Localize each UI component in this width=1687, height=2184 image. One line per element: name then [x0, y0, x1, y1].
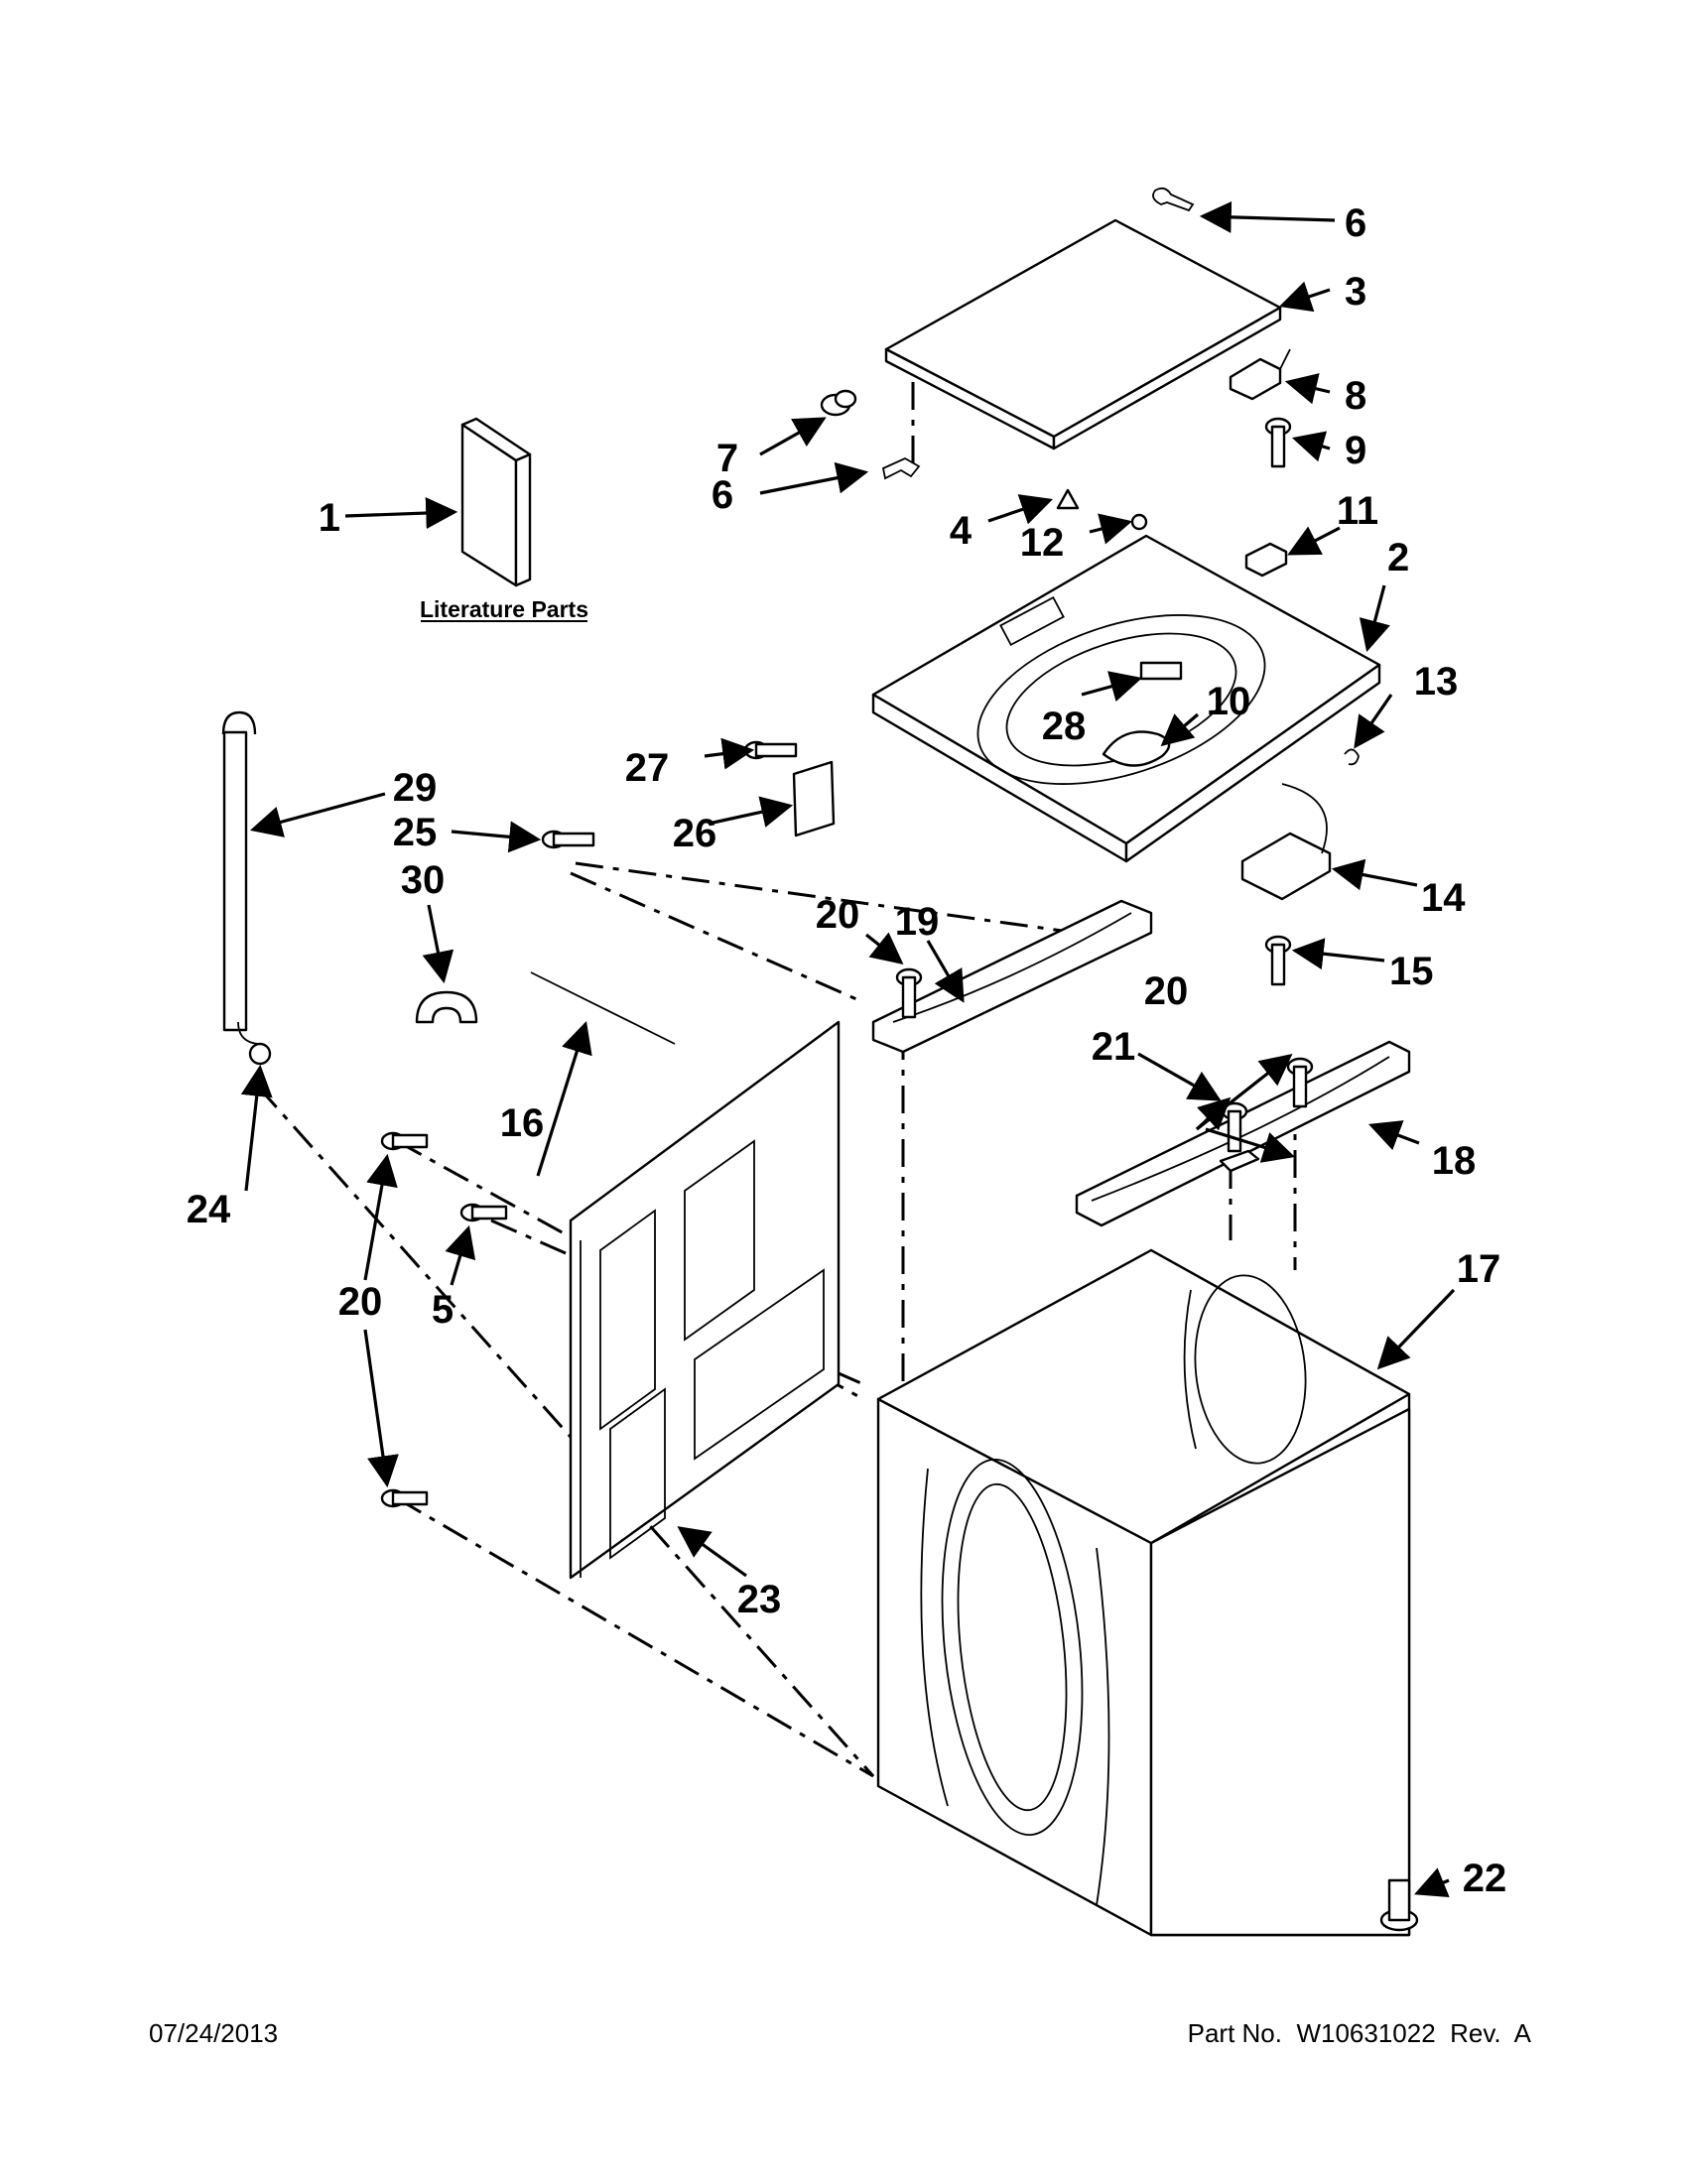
callout-15: 15 — [1389, 950, 1434, 993]
hose-guide-30 — [415, 990, 478, 1024]
lid-lock-11 — [1244, 542, 1288, 578]
cabinet-17 — [876, 1248, 1411, 1937]
screw-25 — [541, 830, 595, 849]
callout-12: 12 — [1020, 521, 1065, 565]
rear-brace-18 — [1075, 1040, 1411, 1227]
callout-20-top: 20 — [816, 893, 860, 937]
top-panel — [871, 534, 1381, 863]
callout-11: 11 — [1337, 489, 1378, 533]
screw-15 — [1264, 935, 1292, 986]
wire-clip-13 — [1344, 748, 1360, 766]
callout-5: 5 — [432, 1288, 454, 1332]
callout-19: 19 — [895, 900, 940, 944]
callout-28: 28 — [1042, 705, 1087, 748]
rod-16 — [530, 971, 676, 1045]
callout-6-top: 6 — [1345, 201, 1366, 245]
callout-20-right: 20 — [1144, 969, 1189, 1013]
lid-hinge-bottom — [881, 456, 921, 480]
callout-labels: 1 2 3 4 5 6 6 7 8 9 10 11 12 13 14 15 16… — [187, 201, 1507, 1900]
literature-parts-label: Literature Parts — [420, 596, 588, 622]
callout-9: 9 — [1345, 429, 1366, 472]
lid-bumper-7 — [820, 389, 857, 417]
leader-arrows — [240, 200, 1456, 1897]
callout-23: 23 — [737, 1578, 782, 1621]
screw-27 — [743, 740, 798, 760]
callout-7: 7 — [716, 437, 738, 480]
screw-9 — [1264, 417, 1292, 468]
drain-hose-29 — [221, 710, 259, 1045]
callout-18: 18 — [1432, 1139, 1477, 1183]
callout-1: 1 — [319, 496, 340, 540]
callout-22: 22 — [1463, 1857, 1507, 1900]
callout-14: 14 — [1421, 876, 1466, 920]
screw-12 — [1130, 513, 1148, 531]
screw-5 — [459, 1203, 508, 1222]
hose-clamp-24 — [248, 1042, 272, 1066]
rear-panel-23 — [569, 1020, 841, 1580]
callout-4: 4 — [950, 509, 973, 553]
bracket-26 — [792, 760, 836, 837]
callout-26: 26 — [673, 812, 717, 855]
callout-25: 25 — [393, 811, 438, 854]
callout-8: 8 — [1345, 374, 1366, 418]
lid — [884, 218, 1282, 450]
callout-20-left: 20 — [338, 1280, 383, 1324]
callout-3: 3 — [1345, 270, 1366, 314]
callout-29: 29 — [393, 766, 438, 810]
callout-30: 30 — [401, 858, 446, 902]
callout-24: 24 — [187, 1188, 231, 1231]
footer-date: 07/24/2013 — [149, 2018, 278, 2048]
badge-28 — [1139, 661, 1183, 681]
footer-part-number: Part No. W10631022 Rev. A — [1188, 2018, 1532, 2048]
callout-13: 13 — [1414, 660, 1459, 704]
screw-20-left-lower — [380, 1488, 429, 1508]
lid-switch-8 — [1229, 348, 1291, 401]
screw-20-top — [895, 967, 923, 1019]
callout-27: 27 — [625, 746, 670, 790]
literature-booklet — [460, 417, 532, 587]
leveling-leg-22 — [1379, 1878, 1419, 1932]
callout-17: 17 — [1457, 1247, 1501, 1291]
callout-10: 10 — [1207, 680, 1251, 723]
callout-2: 2 — [1387, 536, 1409, 579]
switch-14 — [1240, 783, 1332, 901]
lid-bumper-4 — [1056, 488, 1080, 510]
callout-6-bottom: 6 — [712, 473, 733, 517]
lid-hinge-top — [1152, 187, 1195, 212]
callout-21: 21 — [1092, 1025, 1136, 1069]
callout-16: 16 — [500, 1101, 545, 1145]
front-brace-19 — [871, 899, 1153, 1054]
screw-20-left-upper — [380, 1131, 429, 1151]
